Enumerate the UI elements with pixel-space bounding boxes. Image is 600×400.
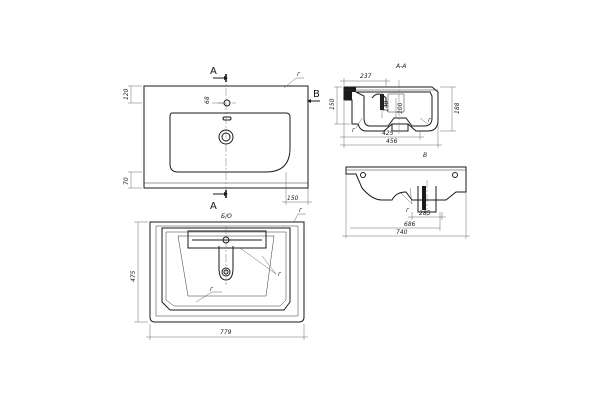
overflow-channel <box>187 230 267 249</box>
dim-section-inner-height: 140 <box>383 100 390 112</box>
dim-front-rim: 70 <box>123 177 130 185</box>
dim-view-total: 740 <box>396 229 408 236</box>
overflow-slot <box>222 116 232 121</box>
view-label: B <box>313 89 320 100</box>
glaze-mark-section-left: г <box>352 127 356 134</box>
section-bowl <box>355 91 433 127</box>
dim-view-drain: 285 <box>419 210 431 217</box>
bottom-view: Б/О г г г 475 779 <box>130 207 308 340</box>
dim-tap-offset: 120 <box>123 88 130 100</box>
bottom-view-outline <box>149 221 305 323</box>
bottom-view-title: Б/О <box>221 213 232 220</box>
wall-mount-section <box>344 87 356 100</box>
dim-section-total-height: 188 <box>454 102 461 114</box>
dim-top-depth: 475 <box>130 270 137 282</box>
glaze-mark-section-right: г <box>428 117 432 124</box>
dim-side: 150 <box>287 195 299 202</box>
section-label-top: A <box>210 66 217 77</box>
view-b-outline <box>345 166 467 201</box>
dim-section-inner: 237 <box>360 73 372 80</box>
glaze-mark-underside-left: г <box>210 286 214 293</box>
glaze-mark-top: г <box>297 71 301 78</box>
glaze-mark-underside-top: г <box>299 207 303 214</box>
top-view: A A B г 120 68 70 150 <box>123 66 320 212</box>
dim-section-drain: 425 <box>382 130 394 137</box>
basin-underside-outline <box>161 227 291 311</box>
view-b-mount-hole-left <box>360 172 366 178</box>
dim-tap-dia: 68 <box>204 96 211 104</box>
dim-view-inner: 686 <box>404 221 416 228</box>
glaze-mark-underside-right: г <box>278 271 282 278</box>
glaze-mark-view-b: г <box>406 207 410 214</box>
basin-bowl-outline <box>169 112 291 173</box>
dim-section-bowl-depth: 100 <box>397 102 404 114</box>
dim-section-total: 456 <box>386 138 398 145</box>
view-b: B г 285 686 740 <box>342 152 470 239</box>
dim-top-width: 779 <box>220 329 232 336</box>
view-b-title: B <box>423 152 427 159</box>
dim-section-height: 150 <box>329 98 336 110</box>
view-b-mount-hole-right <box>452 172 458 178</box>
section-a-a: A-A г г 237 150 140 100 <box>329 63 461 148</box>
section-label-bottom: A <box>210 201 217 212</box>
section-title: A-A <box>395 63 406 70</box>
bowl-underside <box>177 235 275 297</box>
